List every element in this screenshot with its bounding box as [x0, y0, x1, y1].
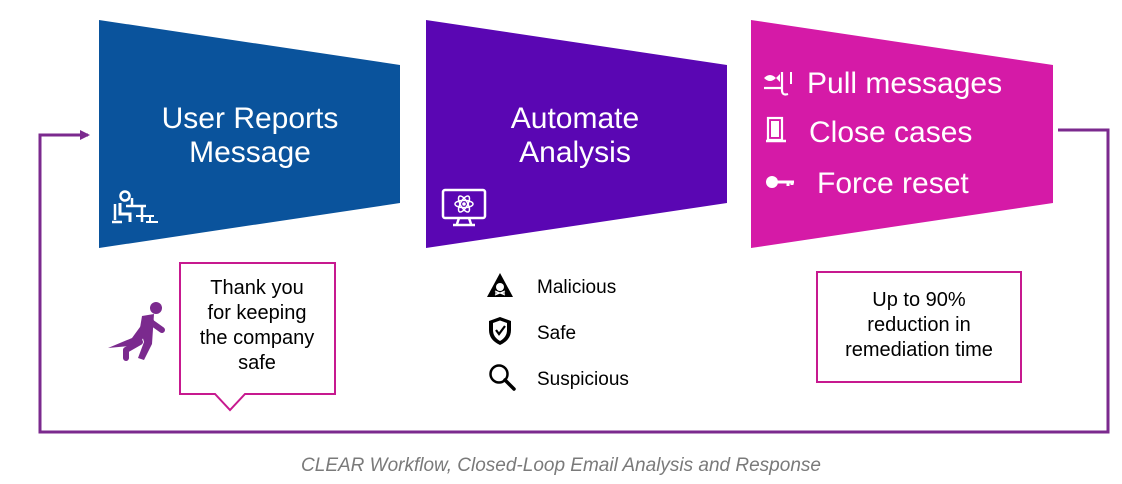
shield-check-icon — [489, 317, 511, 345]
reduction-line-2: reduction in — [867, 314, 970, 336]
verdict-label-malicious: Malicious — [537, 277, 616, 298]
verdict-safe: Safe — [489, 317, 576, 345]
stage-2-title-line-1: Automate — [511, 102, 639, 135]
stage-2-title-line-2: Analysis — [519, 136, 631, 169]
action-label-close-cases: Close cases — [809, 116, 972, 149]
thank-you-line-3: the company — [200, 327, 315, 349]
user-at-desk-icon — [112, 190, 158, 224]
monitor-atom-icon — [441, 188, 487, 227]
stage-automate-analysis: Automate Analysis — [426, 20, 727, 248]
figure-caption: CLEAR Workflow, Closed-Loop Email Analys… — [301, 455, 821, 476]
door-icon — [766, 116, 786, 143]
action-close-cases: Close cases — [766, 116, 972, 149]
verdict-list: Malicious Safe Suspicious — [487, 273, 629, 391]
verdict-suspicious: Suspicious — [489, 364, 629, 391]
thank-you-line-2: for keeping — [208, 302, 307, 324]
action-pull-messages: Pull messages — [764, 67, 1002, 100]
stage-remediation-actions: Pull messages Close cases Force reset — [751, 20, 1053, 248]
thank-you-callout-frame — [179, 262, 336, 412]
action-force-reset: Force reset — [766, 167, 969, 200]
thank-you-callout: Thank you for keeping the company safe — [179, 262, 336, 412]
reduction-callout: Up to 90% reduction in remediation time — [816, 271, 1022, 383]
action-label-force-reset: Force reset — [817, 167, 969, 200]
reduction-line-1: Up to 90% — [872, 289, 966, 311]
stage-2-shape — [426, 20, 727, 248]
loop-connector — [38, 128, 1110, 434]
magnifier-icon — [489, 364, 516, 391]
thank-you-line-4: safe — [238, 352, 276, 374]
thank-you-line-1: Thank you — [210, 277, 303, 299]
skull-warning-icon — [487, 273, 513, 297]
stage-1-title-line-2: Message — [189, 136, 311, 169]
stage-1-title-line-1: User Reports — [162, 102, 339, 135]
reduction-callout-frame — [816, 271, 1022, 383]
verdict-label-safe: Safe — [537, 323, 576, 344]
verdict-label-suspicious: Suspicious — [537, 369, 629, 390]
key-icon — [766, 176, 794, 188]
action-label-pull-messages: Pull messages — [807, 67, 1002, 100]
fishing-hook-icon — [764, 72, 792, 96]
reduction-line-3: remediation time — [845, 339, 993, 361]
stage-3-shape — [751, 20, 1053, 248]
stage-1-shape — [99, 20, 400, 248]
stage-user-reports: User Reports Message — [99, 20, 400, 248]
superhero-icon — [108, 302, 165, 361]
verdict-malicious: Malicious — [487, 273, 616, 298]
